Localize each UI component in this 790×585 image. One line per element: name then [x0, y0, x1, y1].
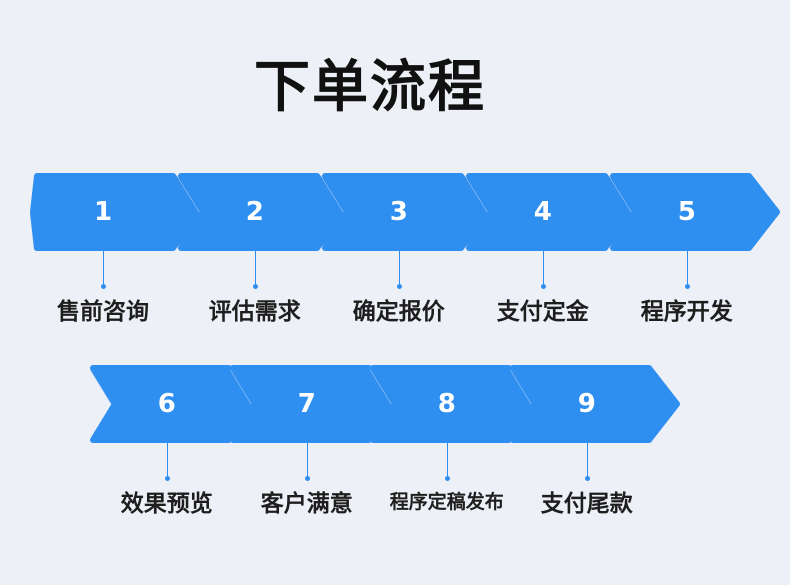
step-arrow-body-8 — [370, 365, 540, 443]
step-arrow-3: 3 — [321, 173, 492, 251]
step-arrow-body-3 — [322, 173, 492, 251]
step-arrow-body-6 — [90, 365, 260, 443]
step-connector-9 — [586, 440, 588, 478]
step-label-5: 程序开发 — [640, 299, 733, 325]
step-arrow-body-2 — [178, 173, 348, 251]
step-arrow-shape-4 — [466, 173, 636, 251]
step-arrow-6: 6 — [89, 365, 260, 443]
step-connector-2 — [254, 248, 256, 286]
step-arrow-shape-9 — [510, 365, 680, 443]
step-label-2: 评估需求 — [208, 299, 301, 325]
step-arrow-body-4 — [466, 173, 636, 251]
step-dot-9 — [584, 476, 590, 481]
step-number-2: 2 — [245, 197, 264, 227]
step-connector-4 — [542, 248, 544, 286]
step-arrow-9: 9 — [509, 365, 680, 443]
step-number-4: 4 — [533, 197, 552, 227]
step-dot-8 — [444, 476, 450, 481]
step-arrow-body-5 — [610, 173, 780, 251]
step-arrow-4: 4 — [465, 173, 636, 251]
step-number-1: 1 — [93, 197, 113, 227]
step-arrow-shape-5 — [610, 173, 780, 251]
step-label-1: 售前咨询 — [57, 299, 149, 325]
step-arrow-2: 2 — [177, 173, 348, 251]
step-label-4: 支付定金 — [496, 299, 589, 325]
step-label-8: 程序定稿发布 — [389, 491, 504, 513]
step-number-8: 8 — [437, 389, 456, 419]
step-arrow-body-1 — [30, 173, 204, 251]
step-arrow-shape-3 — [322, 173, 492, 251]
step-connector-5 — [686, 248, 688, 286]
step-label-3: 确定报价 — [352, 299, 445, 325]
step-dot-1 — [101, 284, 106, 289]
step-arrow-1: 1 — [30, 173, 204, 251]
step-dot-6 — [164, 476, 170, 481]
step-number-9: 9 — [577, 389, 596, 419]
step-dot-5 — [684, 284, 690, 289]
step-arrow-shape-8 — [370, 365, 540, 443]
step-label-7: 客户满意 — [260, 491, 353, 517]
step-arrow-shape-6 — [90, 365, 260, 443]
step-connector-6 — [166, 440, 168, 478]
step-arrow-5: 5 — [609, 173, 780, 251]
step-arrow-shape-7 — [230, 365, 400, 443]
step-arrow-8: 8 — [369, 365, 540, 443]
step-label-6: 效果预览 — [120, 491, 213, 517]
step-connector-8 — [446, 440, 448, 478]
step-dot-3 — [396, 284, 402, 289]
step-dot-7 — [304, 476, 310, 481]
step-number-6: 6 — [157, 389, 176, 419]
step-arrow-body-9 — [510, 365, 680, 443]
step-dot-4 — [540, 284, 546, 289]
step-number-7: 7 — [297, 389, 316, 419]
step-dot-2 — [252, 284, 258, 289]
step-arrow-shape-2 — [178, 173, 348, 251]
page-title: 下单流程 — [254, 55, 486, 120]
step-connector-1 — [103, 248, 104, 286]
step-number-3: 3 — [389, 197, 408, 227]
step-connector-7 — [306, 440, 308, 478]
step-label-9: 支付尾款 — [540, 491, 633, 517]
step-arrow-body-7 — [230, 365, 400, 443]
step-arrow-shape-1 — [30, 173, 204, 251]
step-number-5: 5 — [677, 197, 696, 227]
step-arrow-7: 7 — [229, 365, 400, 443]
step-connector-3 — [398, 248, 400, 286]
